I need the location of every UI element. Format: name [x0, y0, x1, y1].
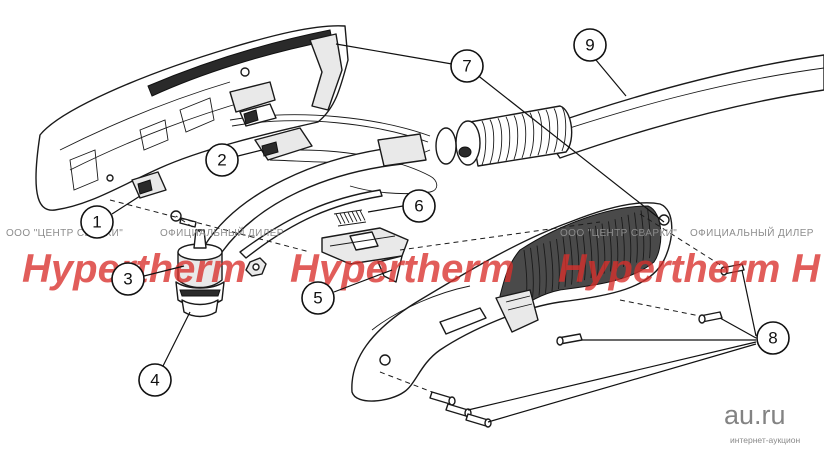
callout-5-label: 5	[313, 289, 322, 308]
callout-1: 1	[80, 205, 114, 239]
leader-8b	[719, 317, 757, 339]
leader-2	[237, 149, 263, 157]
callout-3-label: 3	[123, 270, 132, 289]
callout-4: 4	[138, 363, 172, 397]
site-logo-tagline: интернет-аукцион	[730, 435, 801, 445]
torch-handle-half	[351, 202, 673, 402]
callout-3: 3	[111, 262, 145, 296]
leader-3	[143, 265, 185, 277]
callout-6: 6	[402, 189, 436, 223]
leader-8a	[741, 269, 757, 337]
callout-6-label: 6	[414, 197, 423, 216]
small-switch-part	[131, 171, 167, 199]
leader-7b	[475, 73, 665, 223]
leader-5	[333, 269, 393, 293]
hose-sleeve	[435, 105, 573, 167]
leader-6	[367, 205, 404, 213]
callout-8-label: 8	[768, 329, 777, 348]
watermark-brand-3: Hypertherm H	[558, 247, 821, 291]
callout-7-label: 7	[462, 57, 471, 76]
trigger-part	[321, 227, 409, 283]
site-logo-name: au.ru	[724, 400, 786, 430]
watermark-dealer-mid: ОФИЦИАЛЬНЫЙ ДИЛЕР	[160, 226, 284, 239]
callout-8: 8	[756, 321, 790, 355]
assembly-lines	[109, 199, 723, 393]
callout-9-label: 9	[585, 36, 594, 55]
nut-part	[245, 257, 267, 277]
dealer-watermark-row: ООО "ЦЕНТР СВАРКИ" ОФИЦИАЛЬНЫЙ ДИЛЕР ООО…	[6, 226, 814, 239]
callout-1-label: 1	[92, 213, 101, 232]
torch-lead-cable	[204, 133, 427, 259]
callout-9: 9	[573, 28, 607, 62]
leader-8d	[467, 341, 757, 411]
callout-4-label: 4	[150, 371, 159, 390]
leader-8e	[487, 343, 757, 423]
hose-lead	[539, 54, 824, 159]
site-logo: au.ru интернет-аукцион	[724, 400, 801, 445]
leader-9	[595, 59, 627, 97]
leader-1	[111, 195, 141, 215]
leader-lines	[111, 43, 757, 423]
callout-2: 2	[205, 143, 239, 177]
callout-2-label: 2	[217, 151, 226, 170]
callout-7: 7	[450, 49, 484, 83]
torch-head-part	[175, 229, 225, 318]
torch-body-half	[35, 25, 349, 211]
leader-7a	[335, 43, 453, 65]
trigger-spring-part	[333, 209, 367, 227]
watermark-brand-2: Hypertherm	[290, 247, 515, 291]
callout-5: 5	[301, 281, 335, 315]
watermark-dealer-left: ООО "ЦЕНТР СВАРКИ"	[6, 228, 123, 239]
microswitch-assembly	[239, 103, 313, 161]
leader-4	[161, 311, 191, 369]
watermark-dealer-right: ООО "ЦЕНТР СВАРКИ"	[560, 228, 677, 239]
watermark-dealer-far: ОФИЦИАЛЬНЫЙ ДИЛЕР	[690, 226, 814, 239]
